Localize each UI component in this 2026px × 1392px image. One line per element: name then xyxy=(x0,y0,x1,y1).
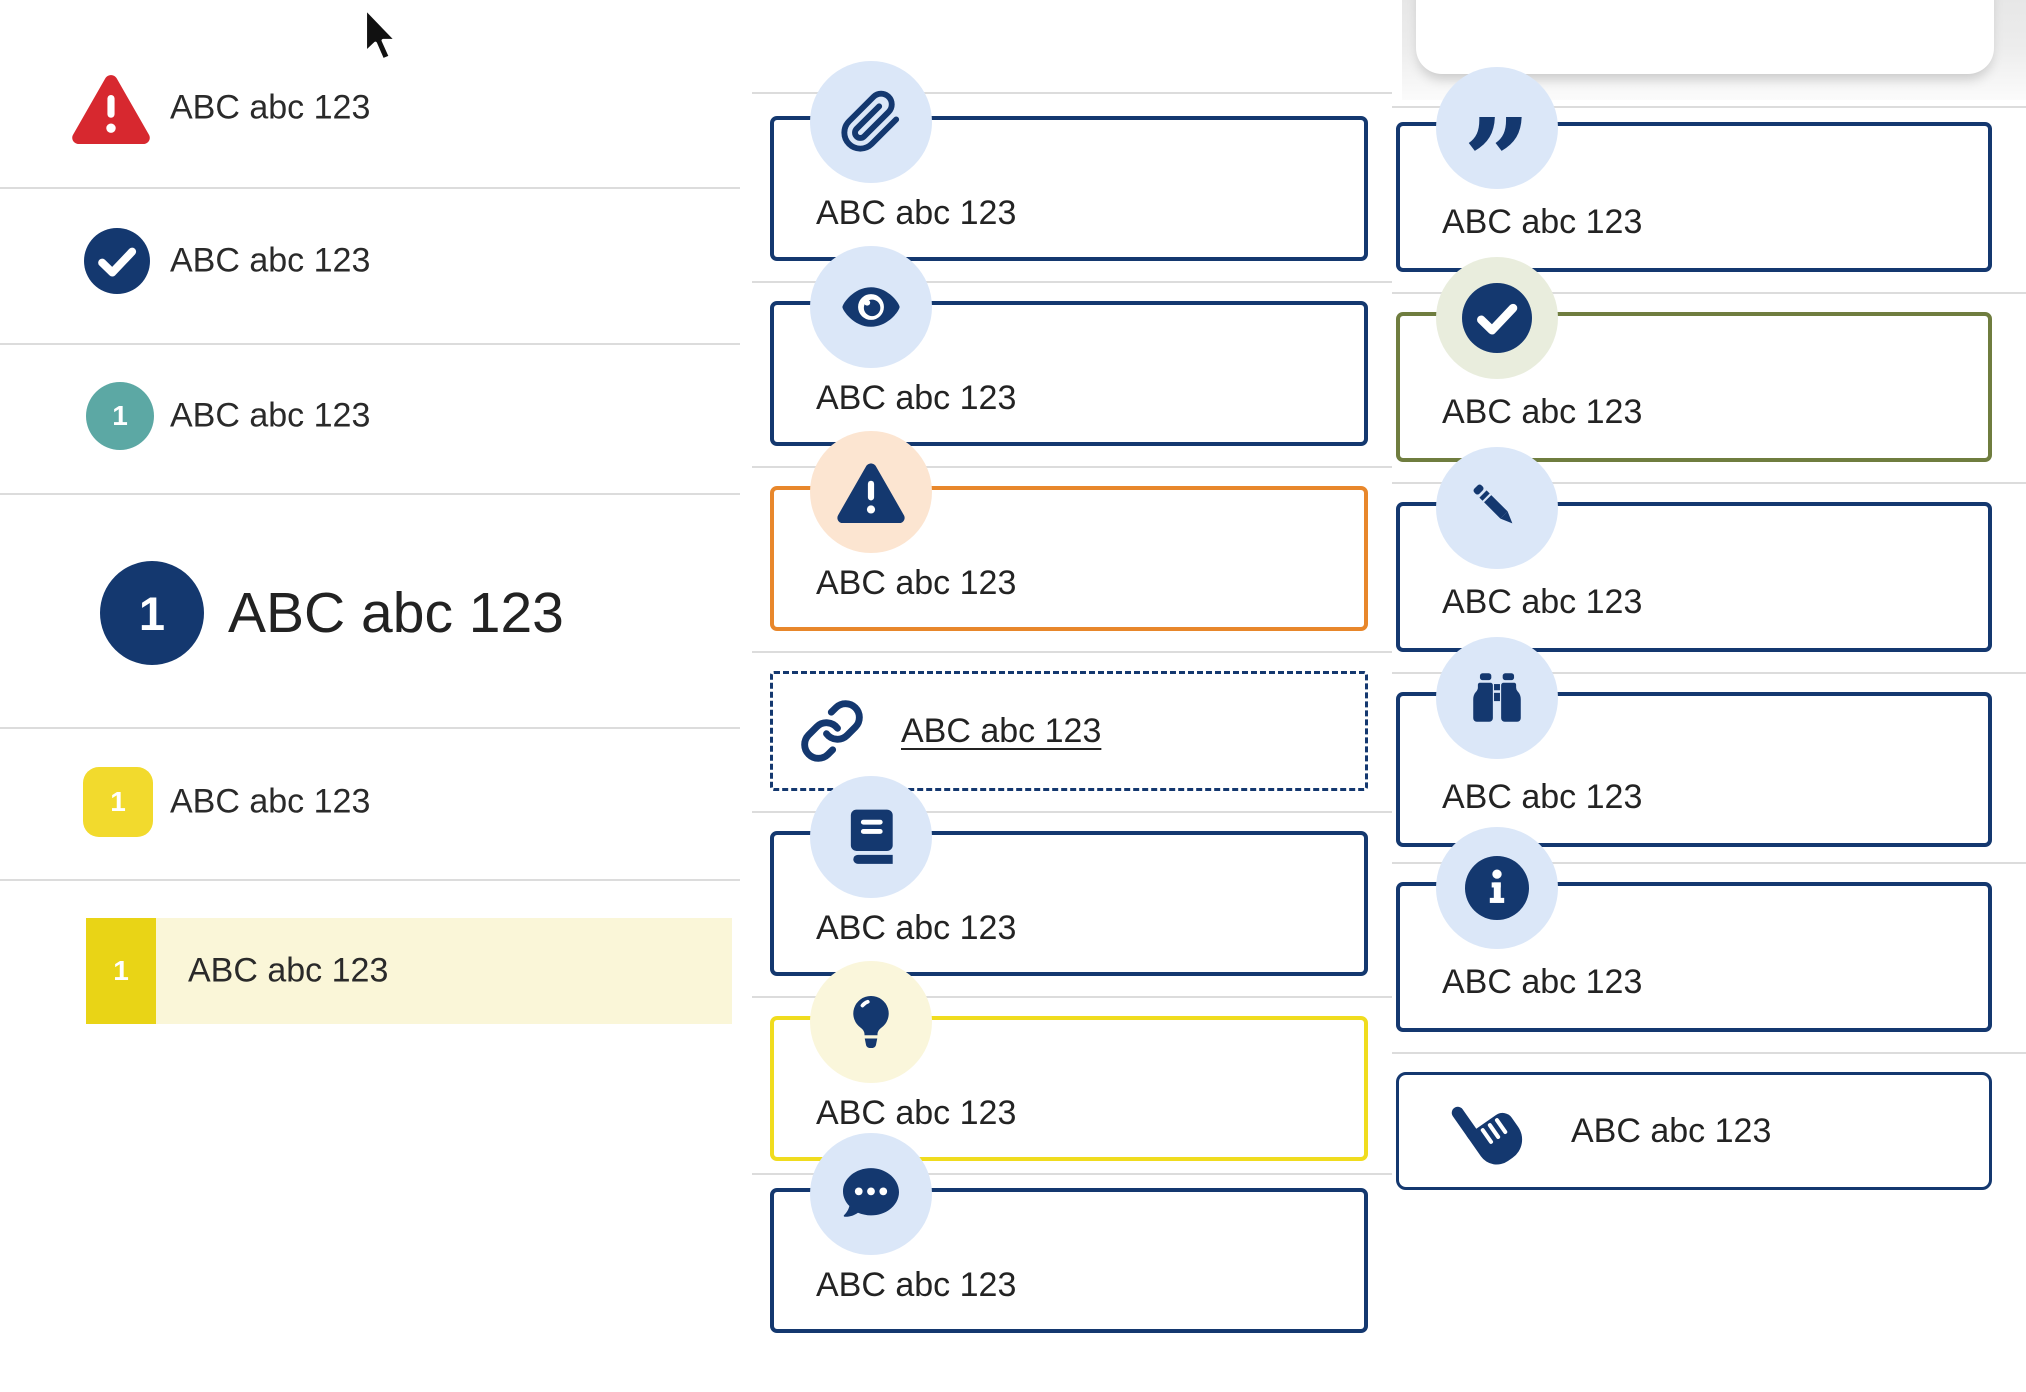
right-row-divider xyxy=(1392,672,2026,674)
quote-right-icon xyxy=(1436,67,1558,189)
list-item-label: ABC abc 123 xyxy=(170,396,371,435)
callout-label: ABC abc 123 xyxy=(816,379,1017,417)
callout-label: ABC abc 123 xyxy=(1442,778,1643,816)
binoculars-icon xyxy=(1436,637,1558,759)
paperclip-icon xyxy=(810,61,932,183)
callout-reference: ABC abc 123 xyxy=(770,776,1368,976)
middle-row-divider xyxy=(752,651,1392,653)
highlight-row-background xyxy=(86,918,732,1024)
callout-label: ABC abc 123 xyxy=(1442,583,1643,621)
middle-row-divider xyxy=(752,996,1392,998)
eye-icon xyxy=(810,246,932,368)
warning-triangle-icon xyxy=(810,431,932,553)
middle-row-divider xyxy=(752,281,1392,283)
callout-attachment: ABC abc 123 xyxy=(770,61,1368,261)
check-circle-icon xyxy=(1436,257,1558,379)
lightbulb-icon xyxy=(810,961,932,1083)
right-row-divider xyxy=(1392,1052,2026,1054)
callout-label: ABC abc 123 xyxy=(1442,203,1643,241)
callout-edit: ABC abc 123 xyxy=(1396,447,1992,652)
right-row-divider xyxy=(1392,482,2026,484)
callout-label: ABC abc 123 xyxy=(816,1094,1017,1132)
left-row-divider xyxy=(0,493,740,495)
middle-row-divider xyxy=(752,811,1392,813)
check-circle-icon xyxy=(84,228,150,294)
book-icon xyxy=(810,776,932,898)
left-row-divider xyxy=(0,187,740,189)
left-row-divider xyxy=(0,879,740,881)
callout-view: ABC abc 123 xyxy=(770,246,1368,446)
callout-link: ABC abc 123 xyxy=(770,671,1368,791)
right-row-divider xyxy=(1392,106,2026,108)
left-row-divider xyxy=(0,727,740,729)
callout-action: ABC abc 123 xyxy=(1396,1072,1992,1190)
callout-comment: ABC abc 123 xyxy=(770,1133,1368,1333)
comment-dots-icon xyxy=(810,1133,932,1255)
callout-search: ABC abc 123 xyxy=(1396,637,1992,847)
callout-quote: ABC abc 123 xyxy=(1396,67,1992,272)
link-icon xyxy=(799,698,865,764)
info-circle-icon xyxy=(1436,827,1558,949)
heading-label: ABC abc 123 xyxy=(228,581,564,645)
warning-triangle-icon xyxy=(72,72,150,144)
pencil-icon xyxy=(1436,447,1558,569)
list-item-label: ABC abc 123 xyxy=(170,88,371,127)
mouse-cursor xyxy=(363,6,399,64)
callout-label: ABC abc 123 xyxy=(1442,393,1643,431)
number-badge-yellow: 1 xyxy=(83,767,153,837)
number-badge-navy-large: 1 xyxy=(100,561,204,665)
callout-success: ABC abc 123 xyxy=(1396,257,1992,462)
list-item-label: ABC abc 123 xyxy=(170,782,371,821)
list-item-label: ABC abc 123 xyxy=(188,951,389,990)
middle-row-divider xyxy=(752,466,1392,468)
callout-label: ABC abc 123 xyxy=(816,194,1017,232)
list-item-label: ABC abc 123 xyxy=(170,241,371,280)
middle-row-divider xyxy=(752,1173,1392,1175)
hand-pointer-icon xyxy=(1443,1085,1535,1177)
left-row-divider xyxy=(0,343,740,345)
right-row-divider xyxy=(1392,292,2026,294)
callout-label: ABC abc 123 xyxy=(1571,1111,1772,1150)
callout-link-label[interactable]: ABC abc 123 xyxy=(901,711,1102,750)
right-row-divider xyxy=(1392,862,2026,864)
scrolled-card-bottom xyxy=(1416,0,1994,74)
callout-warning: ABC abc 123 xyxy=(770,431,1368,631)
number-badge-yellow-highlight: 1 xyxy=(86,918,156,1024)
callout-info: ABC abc 123 xyxy=(1396,827,1992,1032)
callout-label: ABC abc 123 xyxy=(816,564,1017,602)
callout-label: ABC abc 123 xyxy=(1442,963,1643,1001)
number-badge-teal: 1 xyxy=(86,382,154,450)
callout-tip: ABC abc 123 xyxy=(770,961,1368,1161)
callout-label: ABC abc 123 xyxy=(816,909,1017,947)
callout-label: ABC abc 123 xyxy=(816,1266,1017,1304)
middle-row-divider xyxy=(752,92,1392,94)
